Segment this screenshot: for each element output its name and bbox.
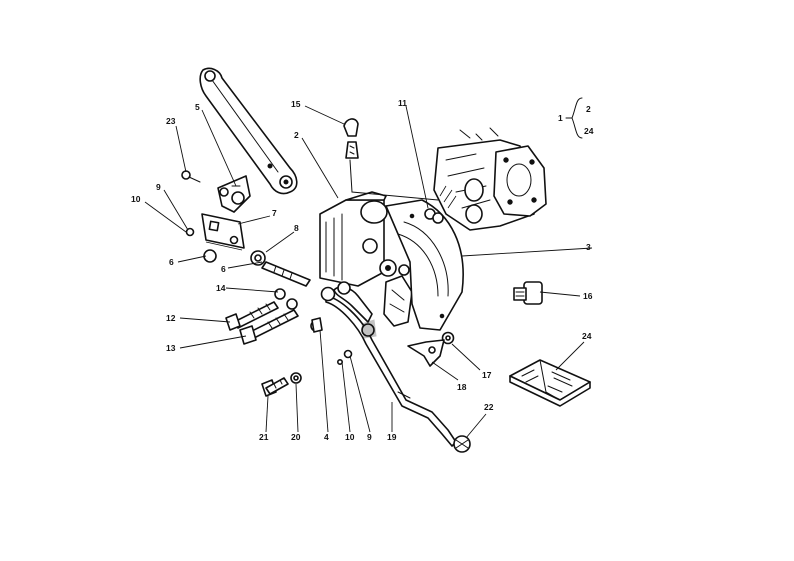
callout-20: 20 (291, 432, 301, 442)
callout-13: 13 (166, 343, 176, 353)
stud-6 (250, 250, 311, 287)
spacer-sleeve (513, 281, 543, 305)
transmission-housing (433, 127, 547, 231)
bolt-12 (225, 301, 279, 331)
callouts: 1 2 2 24 3 4 5 6 6 7 8 9 9 10 10 11 12 1… (131, 98, 594, 442)
bolt-13 (239, 309, 299, 345)
wing-knob (407, 339, 445, 367)
callout-5: 5 (195, 102, 200, 112)
callout-24-brace: 24 (584, 126, 594, 136)
callout-10-bottom: 10 (345, 432, 355, 442)
callout-4: 4 (324, 432, 329, 442)
callout-24: 24 (582, 331, 592, 341)
callout-11: 11 (398, 98, 407, 108)
callout-14: 14 (216, 283, 226, 293)
shift-housing (319, 191, 413, 327)
shift-lever-arm (199, 67, 298, 213)
callout-3: 3 (586, 242, 591, 252)
callout-18: 18 (457, 382, 467, 392)
selector-knob (343, 118, 439, 201)
mounting-bracket (201, 213, 245, 251)
callout-21: 21 (259, 432, 269, 442)
small-hardware (181, 170, 455, 384)
callout-17: 17 (482, 370, 492, 380)
callout-2-housing: 2 (294, 130, 299, 140)
callout-19: 19 (387, 432, 397, 442)
gate-plate (385, 199, 464, 331)
callout-10-top: 10 (131, 194, 141, 204)
callout-2-brace: 2 (586, 104, 591, 114)
cap-nut (453, 435, 471, 453)
leader-lines (144, 105, 593, 439)
callout-15: 15 (291, 99, 301, 109)
callout-6-stud: 6 (221, 264, 226, 274)
callout-12: 12 (166, 313, 176, 323)
callout-22: 22 (484, 402, 494, 412)
callout-8: 8 (294, 223, 299, 233)
callout-7: 7 (272, 208, 277, 218)
callout-1: 1 (558, 113, 563, 123)
booklet (509, 359, 591, 407)
callout-16: 16 (583, 291, 593, 301)
bolt-21 (261, 377, 289, 397)
callout-9-bottom: 9 (367, 432, 372, 442)
callout-9-top: 9 (156, 182, 161, 192)
callout-6-nut: 6 (169, 257, 174, 267)
callout-23: 23 (166, 116, 176, 126)
